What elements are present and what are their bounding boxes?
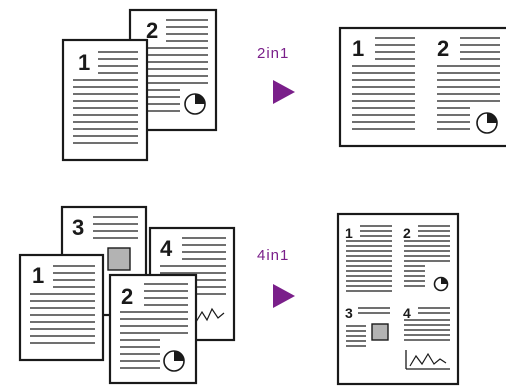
- source-page-1: 1: [61, 38, 149, 162]
- text-lines-left: [352, 37, 415, 130]
- text-lines-q3: [346, 307, 390, 347]
- page-number: 1: [352, 36, 364, 61]
- page-number: 2: [437, 36, 449, 61]
- text-lines: [93, 216, 138, 239]
- pie-chart-icon: [433, 276, 449, 292]
- gray-square-icon: [107, 247, 131, 271]
- text-lines-q2: [404, 225, 450, 287]
- text-lines: [30, 265, 95, 344]
- page-number: 2: [146, 18, 158, 43]
- line-graph-icon: [405, 350, 450, 370]
- page-number: 1: [78, 50, 90, 75]
- page-number: 2: [121, 284, 133, 309]
- arrow-right-icon: [273, 284, 295, 308]
- text-lines-q4: [404, 307, 450, 341]
- pie-chart-icon: [163, 350, 185, 372]
- mode-label-4in1: 4in1: [257, 247, 289, 264]
- page-number: 3: [345, 305, 353, 321]
- text-lines-right: [437, 37, 500, 130]
- page-number: 2: [403, 225, 411, 241]
- pie-chart-icon: [184, 93, 206, 115]
- page-number: 1: [345, 225, 353, 241]
- page-number: 1: [32, 263, 44, 288]
- page-number: 4: [160, 236, 173, 261]
- arrow-right-icon: [273, 80, 295, 104]
- source-page-1: 1: [18, 253, 105, 362]
- text-lines: [142, 19, 208, 112]
- result-page-4in1: 1 2: [336, 212, 460, 386]
- source-page-2: 2: [108, 273, 198, 385]
- mode-label-2in1: 2in1: [257, 45, 289, 62]
- text-lines: [120, 283, 188, 369]
- line-graph-icon: [195, 307, 225, 323]
- pie-chart-icon: [476, 112, 498, 134]
- page-number: 3: [72, 215, 84, 240]
- text-lines-q1: [346, 225, 392, 292]
- gray-square-icon: [371, 323, 389, 341]
- page-number: 4: [403, 305, 411, 321]
- text-lines: [73, 51, 138, 144]
- result-page-2in1: 1 2: [338, 26, 506, 148]
